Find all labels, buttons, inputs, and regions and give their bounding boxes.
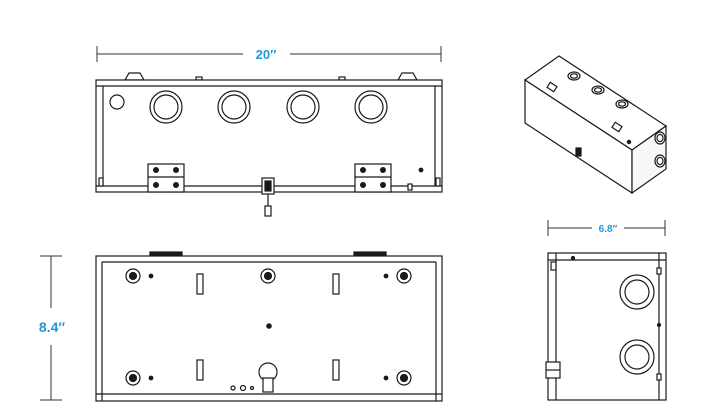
side-view: [545, 252, 667, 401]
isometric-view: [523, 55, 668, 195]
height-dimension: [40, 255, 62, 401]
width-dimension: [96, 46, 442, 62]
back-view: [95, 251, 443, 402]
front-view: [95, 72, 443, 217]
width-dimension-label: 20″: [256, 47, 277, 62]
depth-dimension-label: 6.8″: [599, 224, 618, 235]
depth-dimension: [547, 220, 666, 236]
height-dimension-label: 8.4″: [39, 319, 65, 335]
